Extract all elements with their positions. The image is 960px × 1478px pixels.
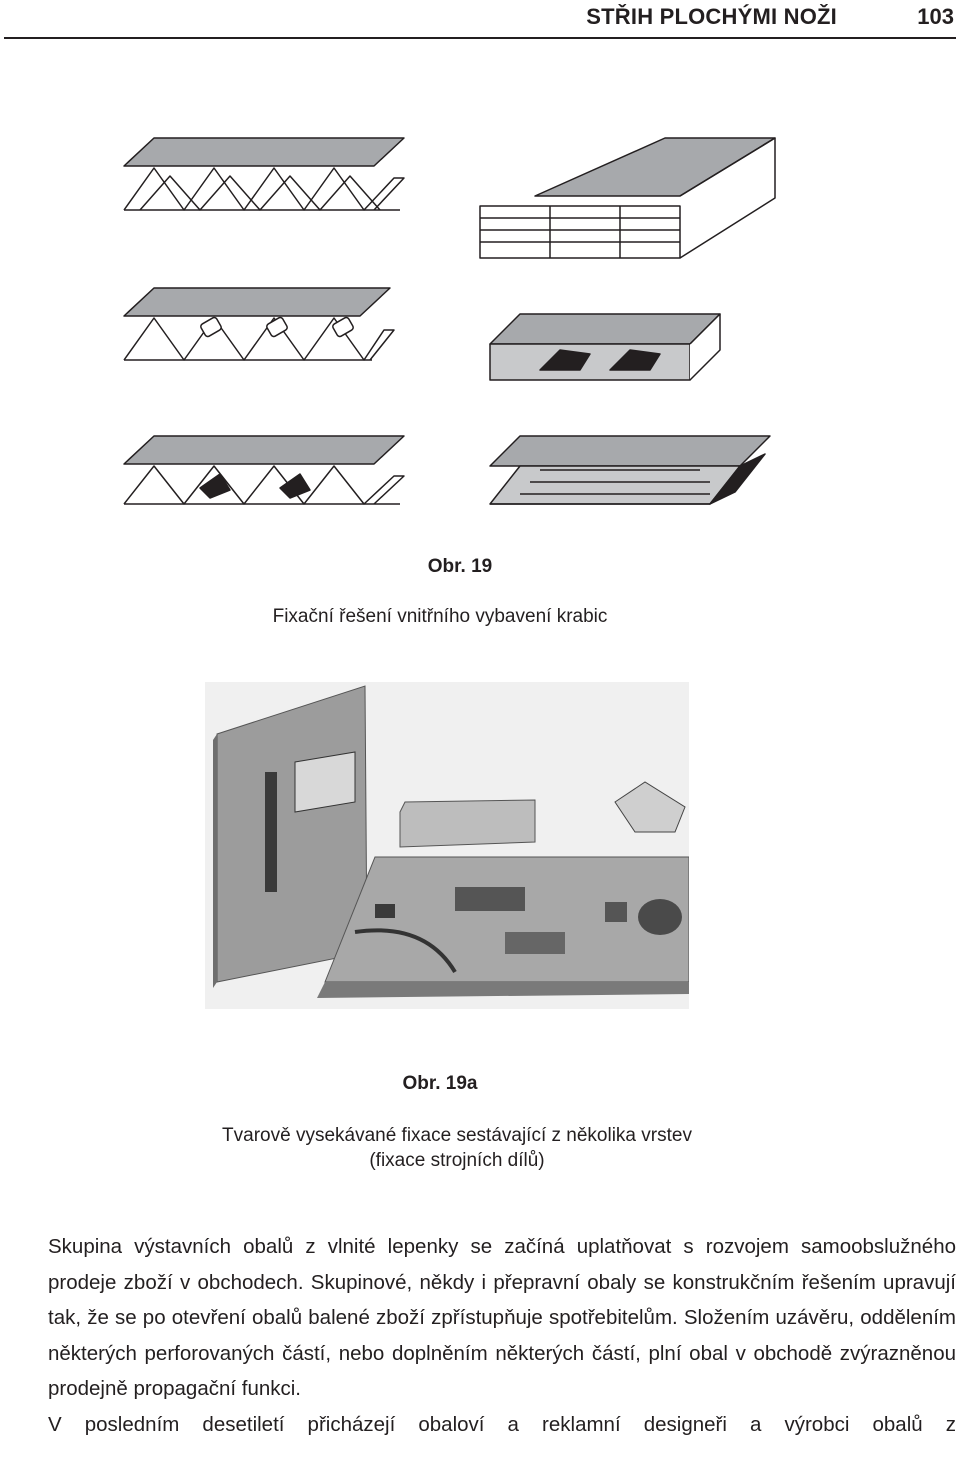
figure-19a-photo [205,682,689,1009]
insert-zigzag-windows-drawing [123,287,395,361]
insert-zigzag-notched-drawing [123,435,405,505]
running-title: STŘIH PLOCHÝMI NOŽI [586,4,837,29]
paragraph: Skupina výstavních obalů z vlnité lepenk… [48,1235,956,1400]
figure-19a-caption: Tvarově vysekávané fixace sestávající z … [0,1123,937,1173]
figure-19-label: Obr. 19 [427,556,493,577]
figure-19-caption: Fixační řešení vnitřního vybavení krabic [272,606,608,627]
header-rule [4,37,956,39]
paragraph: V posledním desetiletí přicházejí obalov… [48,1412,956,1436]
page-number: 103 [917,4,954,29]
body-text: Skupina výstavních obalů z vlnité lepenk… [48,1229,956,1442]
figure-19-drawings [123,137,776,505]
insert-zigzag-drawing [123,137,405,211]
figure-19a-caption-line2: (fixace strojních dílů) [369,1150,545,1171]
insert-box-slots-drawing [489,313,721,381]
page-header: STŘIH PLOCHÝMI NOŽI 103 [0,0,960,40]
figure-19a-caption-line1: Tvarově vysekávané fixace sestávající z … [222,1125,692,1146]
insert-lattice-notched-drawing [489,435,771,505]
figure-19a-label: Obr. 19a [402,1073,478,1094]
insert-lattice-drawing [479,137,776,259]
